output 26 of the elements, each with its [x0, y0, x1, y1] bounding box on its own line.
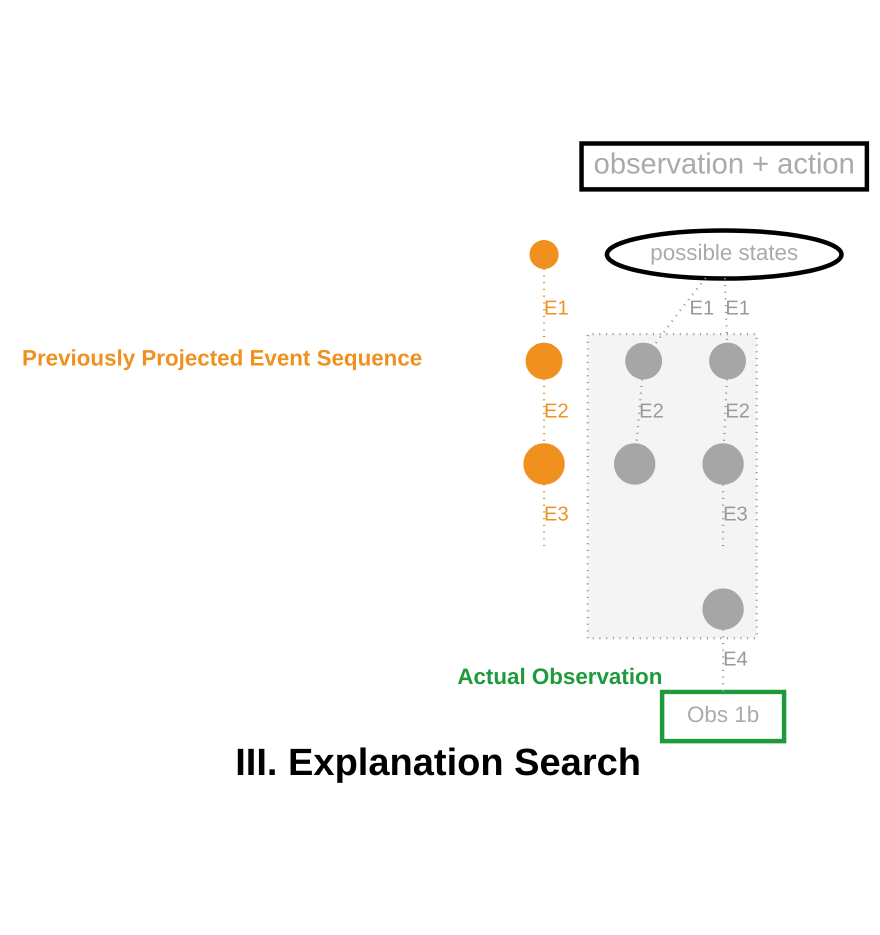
- edge-label: E2: [544, 400, 569, 422]
- edge-label: E1: [544, 297, 569, 320]
- edge-label: E3: [544, 503, 569, 526]
- connector: [724, 278, 728, 343]
- node-circle: [702, 588, 744, 630]
- node-box: Obs 1b: [660, 690, 786, 744]
- edge-label: E1: [725, 297, 750, 320]
- node-circle: [702, 443, 744, 485]
- node-circle: [625, 342, 662, 380]
- node-box: observation + action: [579, 141, 870, 192]
- edge-label: E2: [639, 400, 664, 422]
- edge-label: E3: [723, 503, 748, 526]
- caption: III. Explanation Search: [235, 742, 642, 784]
- node-label: Actual Observation: [457, 664, 662, 690]
- cluster: [586, 333, 758, 640]
- edge-label: E1: [690, 297, 714, 320]
- edge-label: E4: [723, 648, 748, 671]
- label: Previously Projected Event Sequence: [22, 346, 422, 371]
- connector: [722, 379, 728, 444]
- node-circle: [523, 443, 565, 485]
- node-circle: [709, 342, 746, 380]
- edge-label: E2: [725, 400, 750, 422]
- node-ellipse: possible states: [604, 228, 844, 281]
- node-circle: [530, 240, 559, 270]
- node-circle: [614, 443, 656, 485]
- node-circle: [526, 342, 563, 380]
